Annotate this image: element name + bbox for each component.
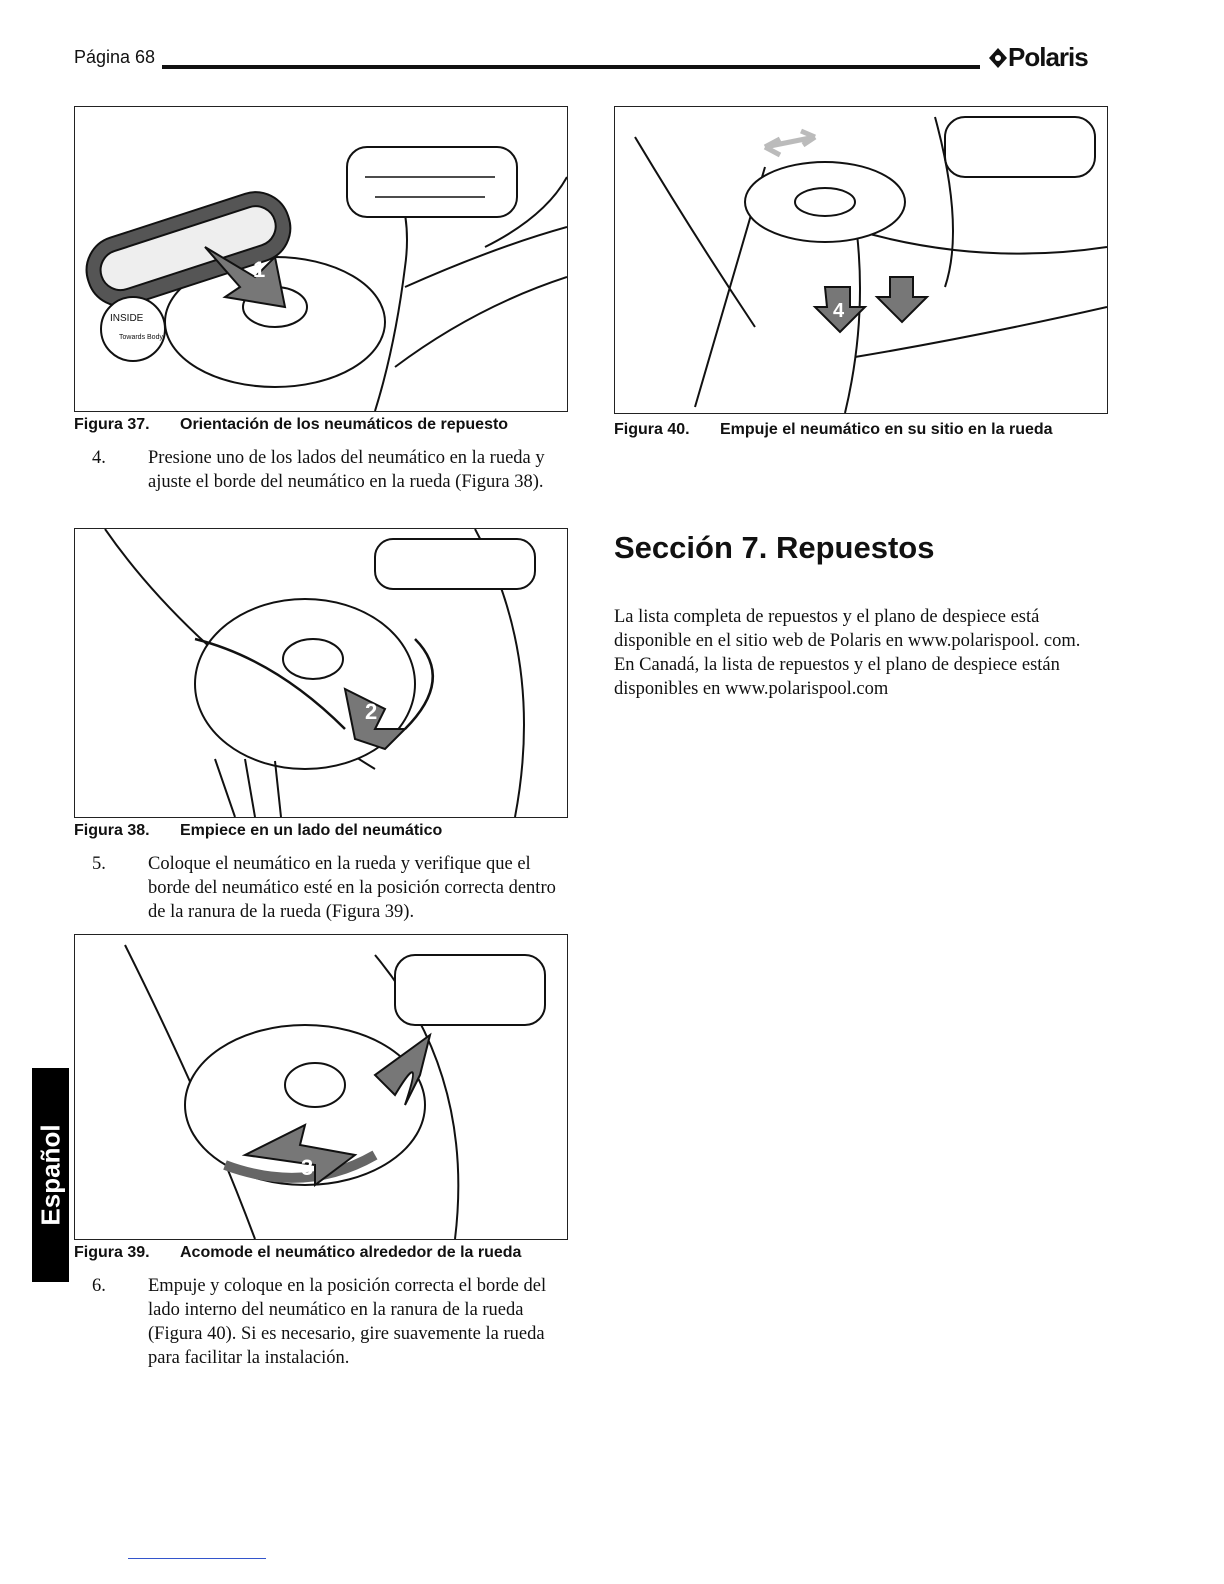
brand-name: Polaris xyxy=(1008,42,1089,72)
language-tab: Español xyxy=(32,1068,69,1282)
callout-1: 1 xyxy=(253,257,265,282)
section-body: La lista completa de repuestos y el plan… xyxy=(614,607,1081,699)
figure-37-illustration: 1 INSIDE Towards Body xyxy=(74,106,568,412)
arrow-icon xyxy=(204,246,287,309)
figure-40-caption: Figura 40.Empuje el neumático en su siti… xyxy=(614,421,1053,438)
inside-badge: INSIDE xyxy=(110,313,144,324)
figure-40-illustration: 4 xyxy=(614,106,1108,414)
callout-4: 4 xyxy=(833,300,845,322)
callout-2: 2 xyxy=(365,699,377,724)
figure-37-caption: Figura 37.Orientación de los neumáticos … xyxy=(74,416,509,433)
language-tab-label: Español xyxy=(35,1124,65,1226)
figure-39-illustration: 3 xyxy=(74,934,568,1240)
header-rule xyxy=(162,65,980,69)
polaris-logo-icon xyxy=(989,48,1007,68)
brand-logo: Polaris xyxy=(988,42,1108,74)
page-number: Página 68 xyxy=(74,47,156,67)
footer-link-underline xyxy=(128,1558,266,1559)
towards-body-label: Towards Body xyxy=(119,334,163,341)
section-title: Sección 7. Repuestos xyxy=(614,530,935,565)
figure-38-caption: Figura 38.Empiece en un lado del neumáti… xyxy=(74,822,443,839)
figure-38-illustration: 2 xyxy=(74,528,568,818)
callout-3: 3 xyxy=(301,1155,313,1180)
figure-39-caption: Figura 39.Acomode el neumático alrededor… xyxy=(74,1244,522,1261)
step-6: 6. Empuje y coloque en la posición corre… xyxy=(92,1276,547,1368)
step-5: 5. Coloque el neumático en la rueda y ve… xyxy=(92,854,556,922)
step-4: 4. Presione uno de los lados del neumáti… xyxy=(92,448,545,492)
